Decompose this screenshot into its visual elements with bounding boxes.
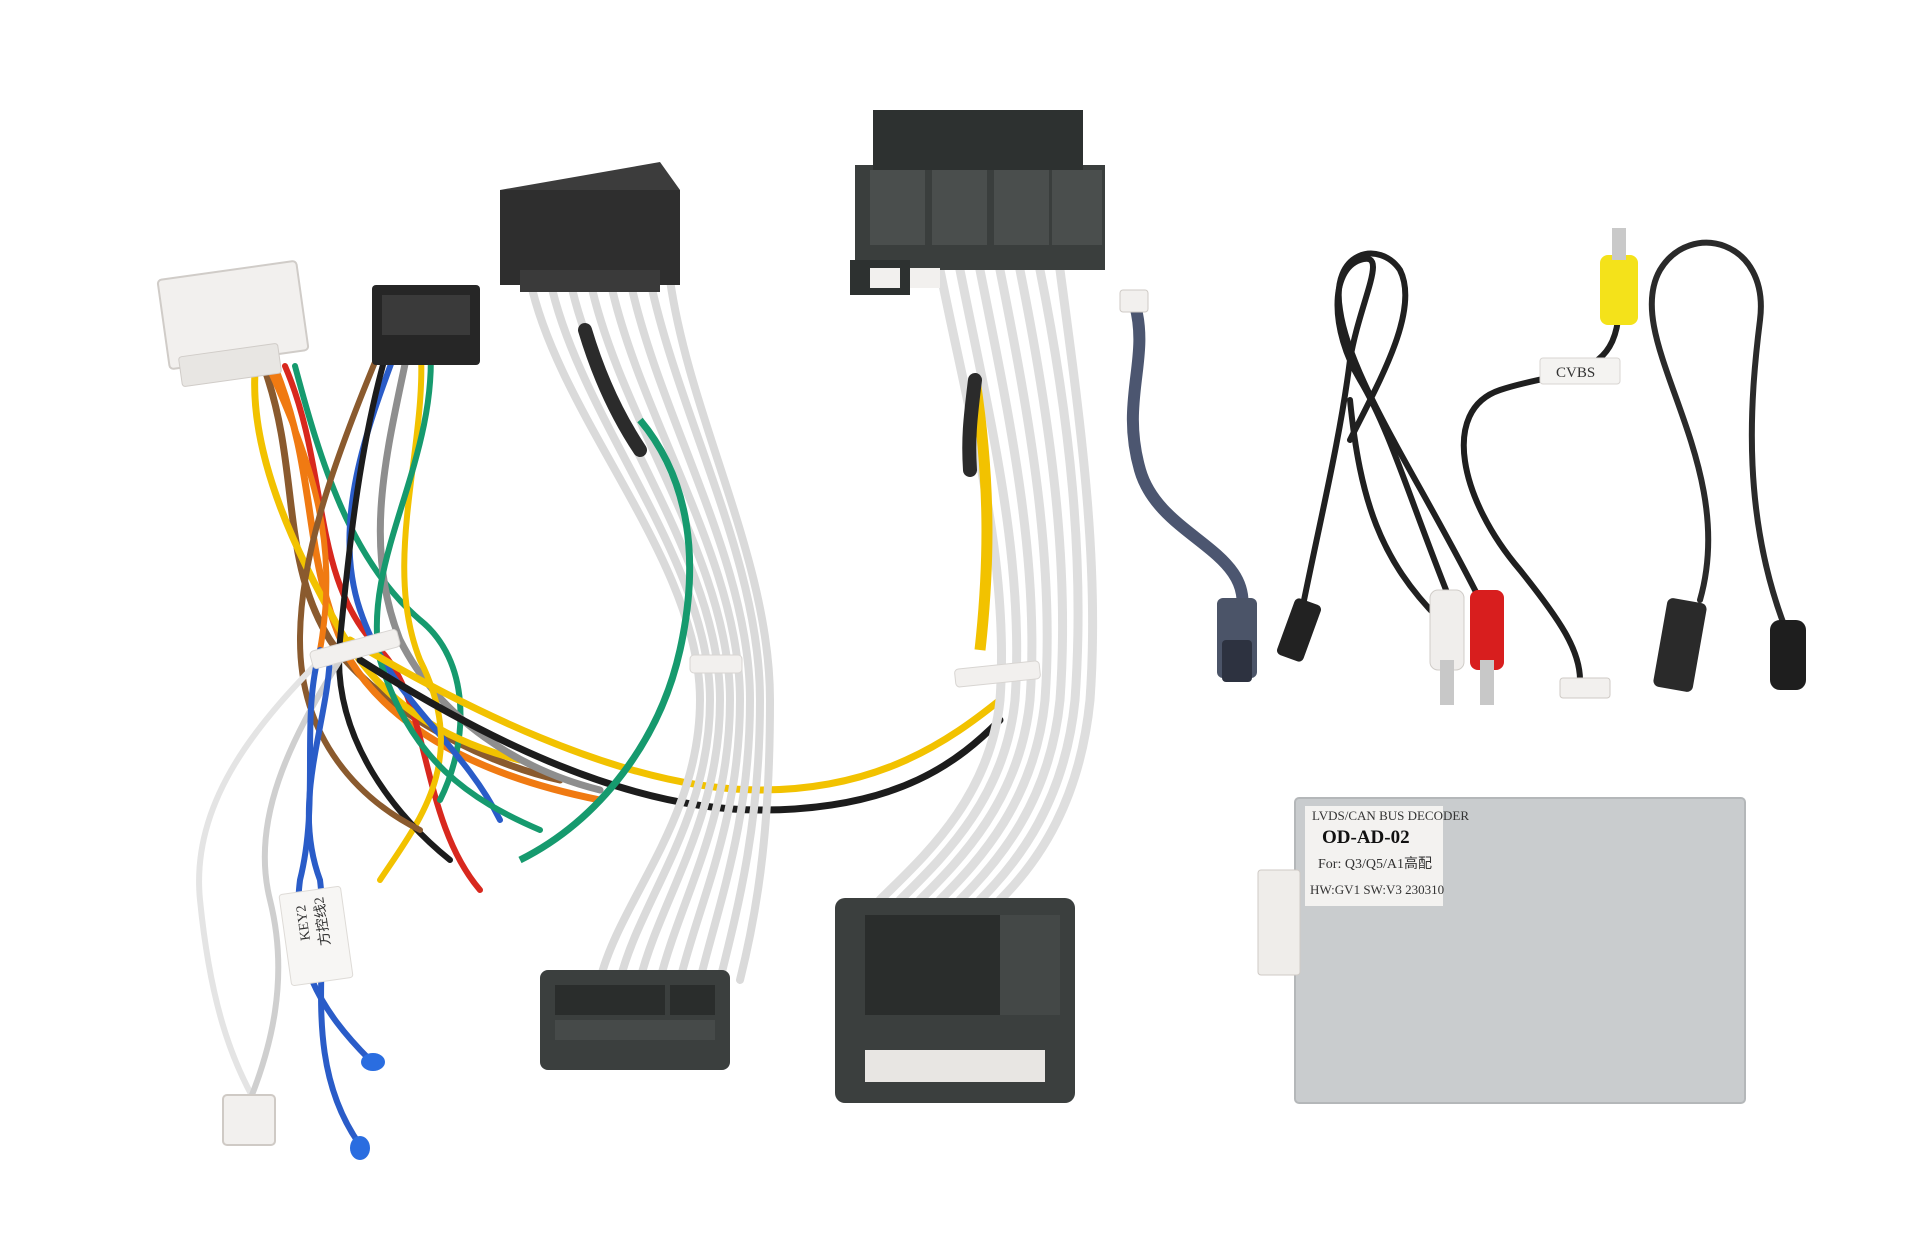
black-sleeve-2 [962,373,982,477]
decoder-label: LVDS/CAN BUS DECODER OD-AD-02 For: Q3/Q5… [1305,806,1469,906]
key2-tag-line1: KEY2 [294,904,314,942]
blue-wire-end-caps [350,1053,385,1160]
audio-rca-cable [1297,250,1483,623]
decoder-line4: HW:GV1 SW:V3 230310 [1310,882,1444,897]
dark-connector-top-right [850,110,1105,295]
dark-connector-bottom-left [540,970,730,1070]
green-wire [518,417,694,864]
white-connector-left [156,260,310,387]
cable-tie [689,654,743,674]
cable-tie [309,629,401,669]
black-sleeve [578,323,647,457]
fakra-cable [1119,289,1257,682]
yellow-sleeve [969,379,993,651]
small-white-plug [222,1094,276,1146]
decoder-box: LVDS/CAN BUS DECODER OD-AD-02 For: Q3/Q5… [1257,797,1746,1104]
dark-connector-bottom-right [835,898,1075,1103]
key2-tag-line2: 方控线2 [311,896,334,947]
cvbs-cable: CVBS [1460,228,1638,699]
cable-tie [954,660,1041,688]
key2-tag: KEY2 方控线2 [278,886,354,986]
decoder-line2: OD-AD-02 [1322,827,1410,848]
cvbs-label: CVBS [1556,365,1595,381]
rca-plug-white [1429,589,1465,705]
black-connector-top-center [500,162,680,292]
audio-plug-3-5mm [1276,598,1322,662]
decoder-line3: For: Q3/Q5/A1高配 [1318,855,1432,872]
ami-cable [1648,239,1806,692]
rca-plug-red [1470,590,1504,705]
decoder-line1: LVDS/CAN BUS DECODER [1312,808,1469,823]
white-wire-bundle-center [526,276,775,984]
black-connector-small [372,285,480,365]
